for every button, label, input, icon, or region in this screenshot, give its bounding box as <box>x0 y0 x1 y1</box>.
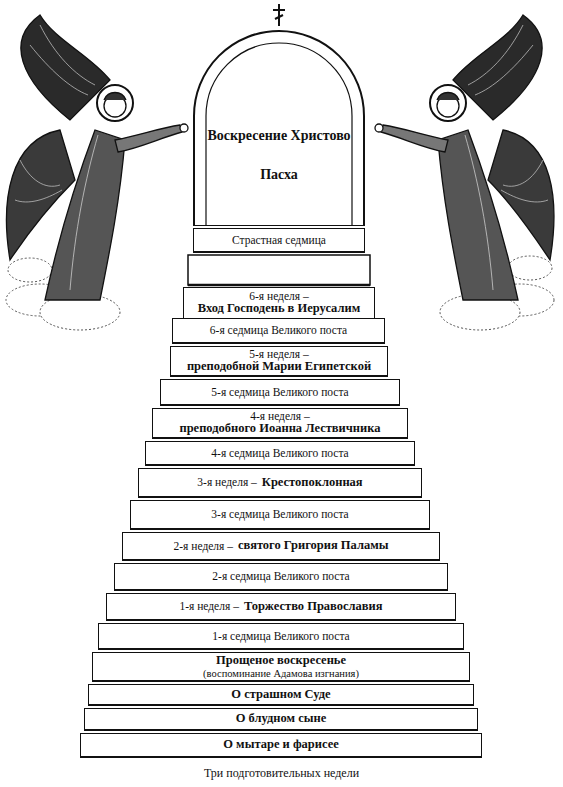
blank-step <box>188 255 370 285</box>
step-text: 5-я седмица Великого поста <box>211 386 348 399</box>
sunday-step: О страшном Суде <box>88 684 474 706</box>
sunday-step: 4-я неделя –преподобного Иоанна Лествичн… <box>152 408 408 439</box>
week-step: 6-я седмица Великого поста <box>172 318 385 344</box>
step-number: 3-я неделя – <box>197 476 256 489</box>
sunday-step: 2-я неделя – святого Григория Паламы <box>122 532 440 561</box>
feast-title: Воскресение Христово <box>207 128 350 143</box>
step-title: преподобной Марии Египетской <box>187 360 371 374</box>
step-title: Вход Господень в Иерусалим <box>198 302 360 316</box>
feast-title: Пасха <box>260 167 298 182</box>
week-step: 1-я седмица Великого поста <box>98 623 464 650</box>
week-step: 4-я седмица Великого поста <box>145 441 415 466</box>
step-text: 1-я седмица Великого поста <box>212 630 349 643</box>
sunday-step: О блудном сыне <box>84 708 478 731</box>
step-number: 5-я неделя – <box>249 348 308 361</box>
angel-left <box>6 15 188 330</box>
sunday-step: 5-я неделя –преподобной Марии Египетской <box>170 346 388 377</box>
step-text: Страстная седмица <box>232 234 326 247</box>
step-text: 2-я седмица Великого поста <box>212 570 349 583</box>
week-step: 3-я седмица Великого поста <box>130 500 430 530</box>
sunday-step: 1-я неделя – Торжество Православия <box>106 593 456 621</box>
resurrection-arch: Воскресение ХристовоПасха <box>193 30 365 226</box>
step-number: 4-я неделя – <box>250 410 309 423</box>
cross <box>273 4 285 26</box>
sunday-step: 6-я неделя –Вход Господень в Иерусалим <box>183 287 375 320</box>
sunday-step: О мытаре и фарисее <box>80 733 482 758</box>
sunday-step: 3-я неделя – Крестопоклонная <box>138 468 422 498</box>
step-title: преподобного Иоанна Лествичника <box>179 422 380 436</box>
step-title: святого Григория Паламы <box>238 539 388 553</box>
step-title: Крестопоклонная <box>262 476 363 490</box>
step-number: 2-я неделя – <box>174 540 233 553</box>
step-number: 1-я неделя – <box>179 600 238 613</box>
week-step: 2-я седмица Великого поста <box>114 563 448 591</box>
step-title: О страшном Суде <box>231 688 330 702</box>
step-title: О блудном сыне <box>236 712 327 726</box>
step-text: 4-я седмица Великого поста <box>211 447 348 460</box>
week-step: Страстная седмица <box>193 228 365 253</box>
step-title: Прощеное воскресенье <box>216 654 346 668</box>
step-note: (воспоминание Адамова изгнания) <box>203 668 359 680</box>
step-title: Торжество Православия <box>244 600 383 614</box>
angel-right <box>375 15 554 330</box>
week-step: 5-я седмица Великого поста <box>160 379 400 406</box>
step-text: 3-я седмица Великого поста <box>211 508 348 521</box>
sunday-step: Прощеное воскресенье(воспоминание Адамов… <box>92 652 470 682</box>
footer-label: Три подготовительных недели <box>204 766 359 781</box>
step-number: 6-я неделя – <box>249 290 308 303</box>
step-title: О мытаре и фарисее <box>223 738 338 752</box>
step-text: 6-я седмица Великого поста <box>210 324 347 337</box>
